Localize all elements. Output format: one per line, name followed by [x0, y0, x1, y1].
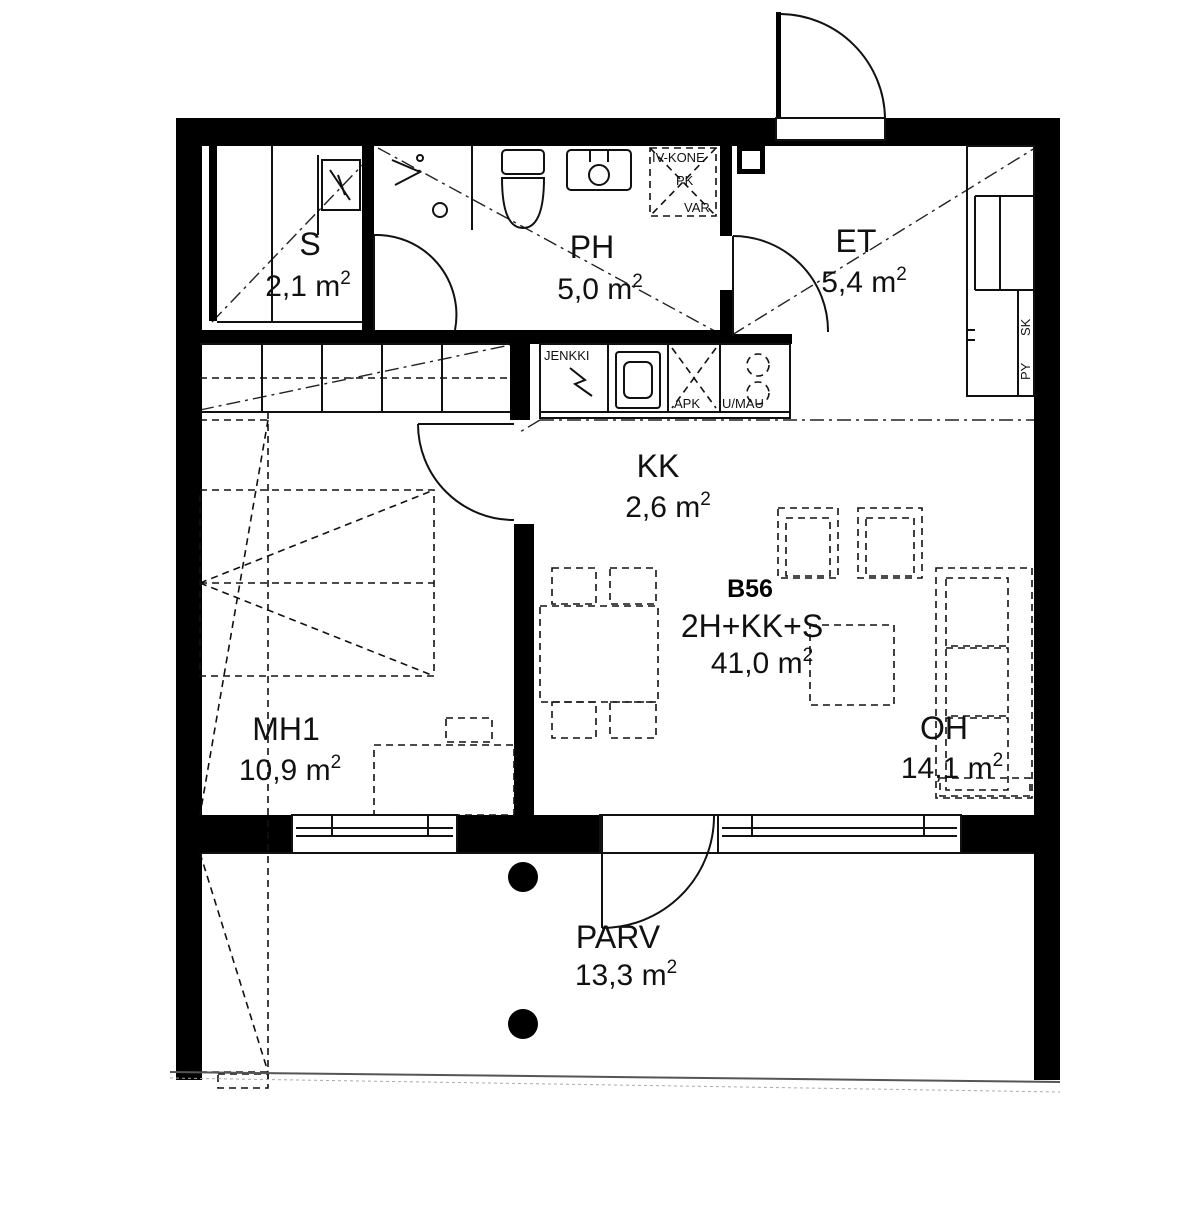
jenkki-label: JENKKI	[544, 348, 590, 363]
room-mh1-area: 10,9 m2	[239, 752, 341, 787]
room-labels: S 2,1 m2 PH 5,0 m2 ET 5,4 m2 KK 2,6 m2 B…	[239, 223, 1003, 992]
bathroom-fixtures: IV-KONE PK VAR	[391, 146, 717, 230]
room-s-area: 2,1 m2	[265, 268, 351, 303]
room-et-area: 5,4 m2	[821, 264, 907, 299]
unit-code: B56	[727, 575, 773, 603]
kitchen-fixtures: JENKKI APK U/MAU	[539, 343, 791, 419]
entrance-fixtures: SK PY	[737, 145, 1035, 397]
apk-label: APK	[674, 396, 700, 411]
room-ph-area: 5,0 m2	[557, 271, 643, 306]
room-s-name: S	[299, 226, 320, 262]
room-parv-name: PARV	[576, 919, 661, 955]
balcony-column-2	[508, 1009, 538, 1039]
living-fixtures	[539, 507, 1033, 799]
pk-label: PK	[676, 173, 694, 188]
sauna-fixtures	[217, 146, 362, 323]
room-oh-area: 14,1 m2	[901, 750, 1003, 785]
sk-label: SK	[1018, 318, 1033, 336]
u-mau-label: U/MAU	[722, 396, 764, 411]
balcony	[169, 852, 1061, 1093]
unit-area: 41,0 m2	[711, 645, 813, 680]
room-kk-area: 2,6 m2	[625, 489, 711, 524]
room-mh1-name: MH1	[252, 711, 320, 747]
room-oh-name: OH	[920, 710, 968, 746]
balcony-column-1	[508, 862, 538, 892]
var-label: VAR	[684, 200, 710, 215]
py-label: PY	[1018, 362, 1033, 380]
doors	[373, 12, 886, 929]
windows	[291, 814, 962, 854]
room-et-name: ET	[836, 223, 877, 259]
zone-lines	[199, 147, 1036, 433]
room-parv-area: 13,3 m2	[575, 957, 677, 992]
room-ph-name: PH	[570, 229, 614, 265]
bedroom-fixtures	[199, 343, 515, 1080]
room-kk-name: KK	[637, 448, 680, 484]
iv-kone-label: IV-KONE	[652, 150, 705, 165]
unit-type: 2H+KK+S	[681, 608, 823, 644]
